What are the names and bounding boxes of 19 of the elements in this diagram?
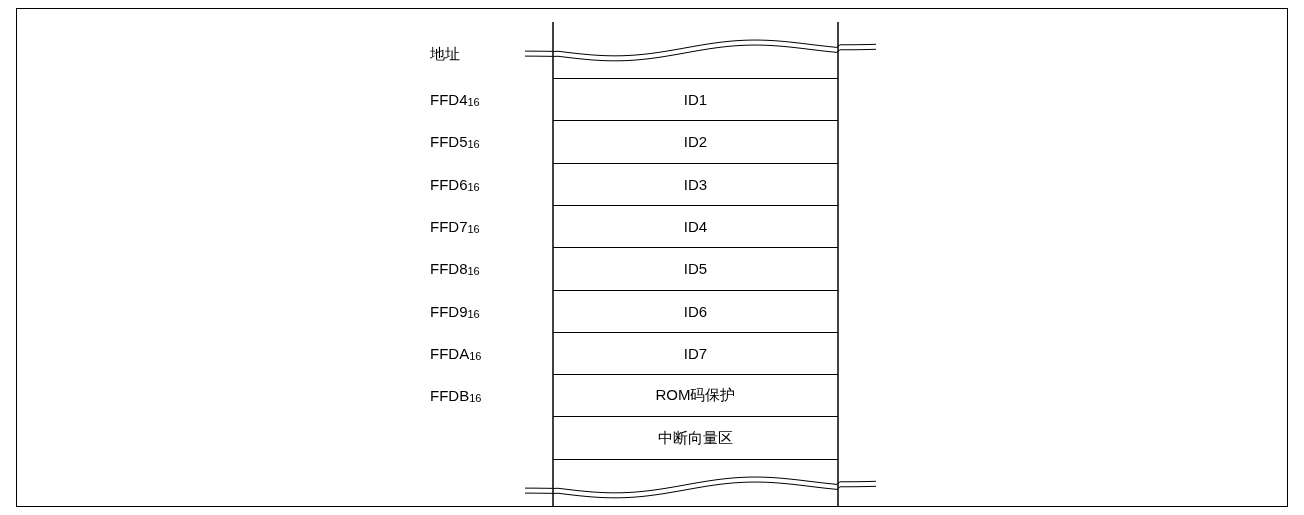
address-label: FFD7$_{16}$ [430,217,480,237]
cell-label: ID5 [683,260,708,278]
column-heading: 地址 [430,45,460,63]
cell-label: ID6 [683,302,708,320]
cell-label: ID1 [683,91,708,109]
address-label: FFDB$_{16}$ [430,387,482,407]
address-label: FFD9$_{16}$ [430,302,480,322]
address-label: FFDA$_{16}$ [430,344,482,364]
cell-label: ID2 [683,133,708,151]
address-label: FFD6$_{16}$ [430,175,480,195]
cell-label: ID4 [683,218,708,236]
cell-label: ROM码保护 [655,386,736,406]
address-label: FFD4$_{16}$ [430,91,480,110]
address-label: FFD5$_{16}$ [430,133,480,153]
cell-label: ID7 [683,344,708,362]
address-label: FFD8$_{16}$ [430,260,480,280]
memory-cell [553,416,838,460]
cell-label: ID3 [683,175,708,193]
cell-label: 中断向量区 [658,428,733,448]
